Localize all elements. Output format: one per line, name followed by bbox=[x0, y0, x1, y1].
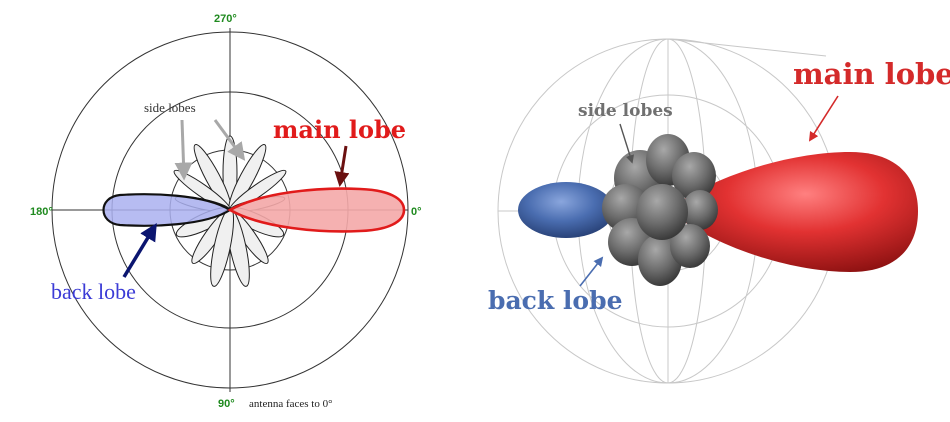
main-lobe-arrow-2d bbox=[334, 145, 350, 187]
back-lobe-label-3d: back lobe bbox=[488, 286, 623, 315]
side-lobes-label-3d: side lobes bbox=[578, 101, 673, 121]
side-lobes-label-2d: side lobes bbox=[144, 100, 196, 115]
main-lobe-label-3d: main lobe bbox=[793, 57, 950, 91]
back-lobe-2d bbox=[102, 193, 233, 227]
main-lobe-2d bbox=[227, 187, 406, 233]
radiation-pattern-3d: side lobes main lobe back lobe bbox=[488, 38, 950, 384]
polar-pattern-2d: 270° 180° 0° 90° antenna faces to 0° sid… bbox=[30, 13, 422, 410]
angle-label-0: 0° bbox=[411, 206, 422, 218]
angle-label-90: 90° bbox=[218, 398, 235, 410]
main-lobe-label-2d: main lobe bbox=[273, 115, 406, 144]
sphere-axis-top bbox=[667, 38, 827, 57]
back-lobe-label-2d: back lobe bbox=[51, 279, 136, 304]
main-lobe-arrow-3d bbox=[808, 95, 839, 142]
side-lobes-arrow-3d bbox=[619, 123, 634, 164]
side-lobe-3d-petal bbox=[636, 184, 688, 240]
side-lobes-arrow-2 bbox=[213, 119, 246, 161]
side-lobes-3d bbox=[602, 134, 718, 286]
side-lobe-3d-petal bbox=[682, 190, 718, 230]
main-lobe-3d bbox=[668, 152, 918, 272]
side-lobe-3d-petal bbox=[672, 152, 716, 200]
back-lobe-3d bbox=[518, 182, 614, 238]
angle-label-270: 270° bbox=[214, 13, 237, 25]
back-lobe-arrow-3d bbox=[579, 256, 604, 287]
side-lobe-petal bbox=[210, 207, 235, 287]
side-lobe-3d-petal bbox=[670, 224, 710, 268]
back-lobe-arrow-2d bbox=[122, 223, 157, 278]
antenna-direction-note: antenna faces to 0° bbox=[249, 398, 333, 410]
angle-label-180: 180° bbox=[30, 206, 53, 218]
side-lobes-arrow-1 bbox=[174, 119, 193, 181]
